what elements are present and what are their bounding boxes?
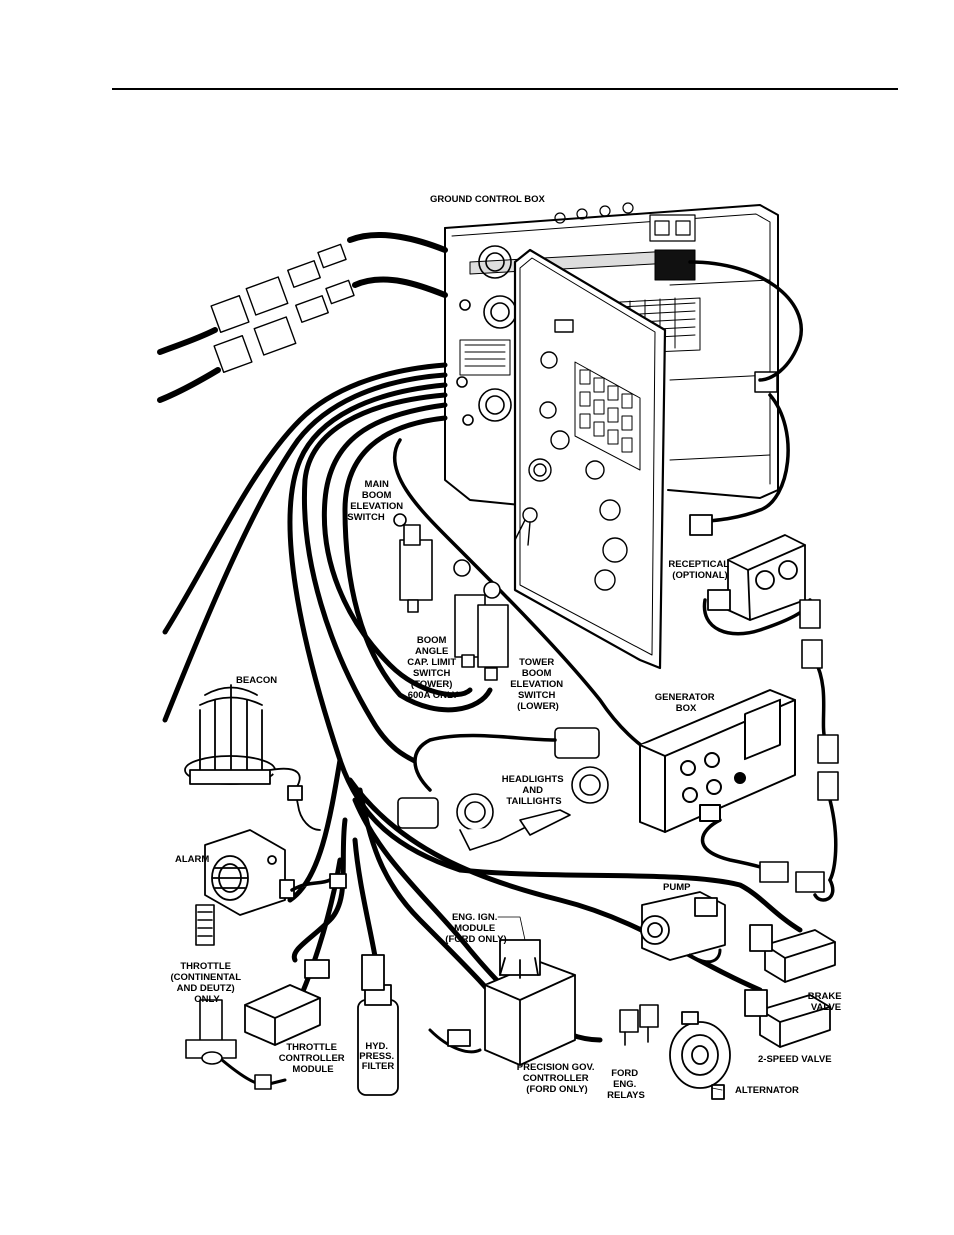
alternator	[669, 1011, 731, 1100]
ground-control-box	[444, 202, 779, 670]
label-boom-angle-switch: BOOM ANGLE CAP. LIMIT SWITCH (TOWER) 600…	[407, 635, 459, 701]
alarm	[204, 829, 347, 916]
headlights-taillights	[397, 727, 609, 851]
cable-couplers	[759, 599, 839, 893]
label-ground-control-box: GROUND CONTROL BOX	[430, 194, 546, 205]
label-pump: PUMP	[663, 882, 691, 893]
leader-lines	[497, 916, 723, 1091]
label-throttle: THROTTLE (CONTINENTAL AND DEUTZ) ONLY	[170, 961, 243, 1005]
hyd-press-filter	[357, 954, 399, 1096]
two-speed-valve	[744, 989, 831, 1048]
label-alternator: ALTERNATOR	[735, 1085, 799, 1096]
throttle	[185, 904, 287, 1090]
label-brake-valve: BRAKE VALVE	[808, 991, 844, 1013]
label-two-speed-valve: 2-SPEED VALVE	[758, 1054, 832, 1065]
label-headlights-taillights: HEADLIGHTS AND TAILLIGHTS	[502, 774, 566, 807]
label-precision-gov-controller: PRECISION GOV. CONTROLLER (FORD ONLY)	[517, 1062, 597, 1095]
throttle-controller-module	[244, 959, 330, 1046]
beacon	[184, 684, 321, 831]
label-receptical: RECEPTICAL (OPTIONAL)	[668, 559, 731, 581]
brake-valve	[749, 924, 836, 983]
pump	[640, 891, 726, 964]
label-hyd-press-filter: HYD. PRESS. FILTER	[359, 1041, 397, 1072]
label-generator-box: GENERATOR BOX	[655, 692, 717, 714]
receptical-box	[689, 514, 806, 621]
ford-eng-relays	[619, 1004, 659, 1046]
label-main-boom-elevation-switch: MAIN BOOM ELEVATION SWITCH	[347, 479, 406, 523]
label-alarm: ALARM	[175, 854, 209, 865]
generator-box	[639, 689, 796, 833]
tower-switches	[453, 559, 509, 681]
generator-cables	[392, 260, 838, 902]
plug-cables	[157, 232, 448, 403]
label-tower-boom-elevation-switch: TOWER BOOM ELEVATION SWITCH (LOWER)	[510, 657, 566, 712]
label-ford-eng-relays: FORD ENG. RELAYS	[607, 1068, 645, 1101]
main-boom-elevation-switch	[393, 513, 433, 613]
callout-labels: GROUND CONTROL BOX MAIN BOOM ELEVATION S…	[170, 194, 844, 1101]
label-throttle-controller-module: THROTTLE CONTROLLER MODULE	[279, 1042, 348, 1075]
precision-gov-controller	[428, 939, 576, 1066]
label-eng-ign-module: ENG. IGN. MODULE (FORD ONLY)	[445, 912, 506, 945]
plug-connectors	[210, 243, 355, 373]
label-beacon: BEACON	[236, 675, 277, 686]
header-rule	[112, 88, 898, 90]
